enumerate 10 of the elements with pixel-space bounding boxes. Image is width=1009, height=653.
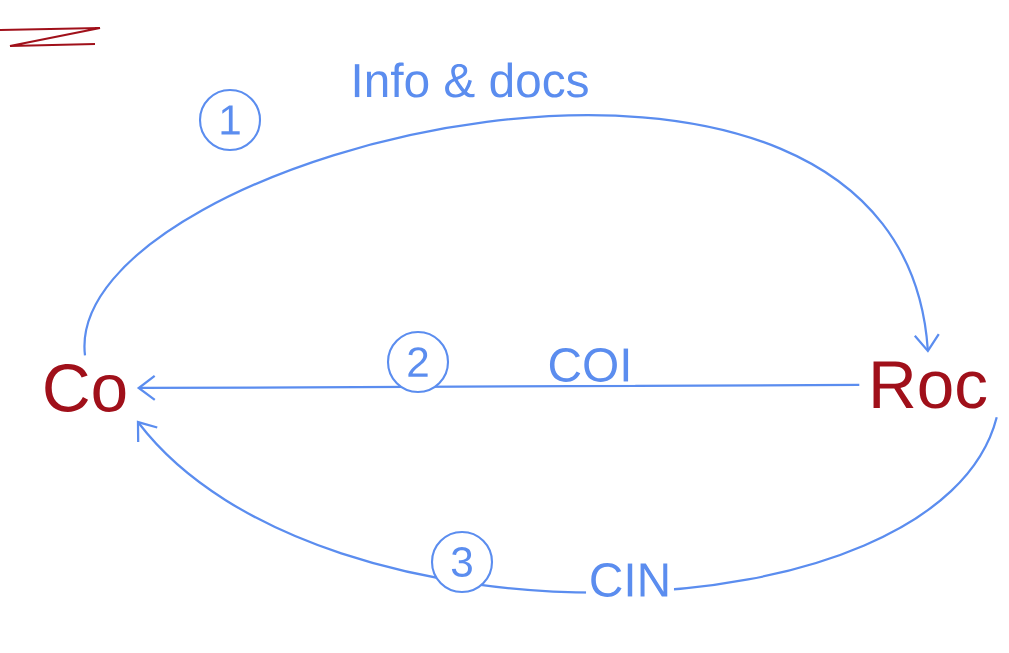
edge-label: Info & docs — [347, 59, 593, 101]
callout-number: 1 — [198, 88, 262, 152]
arrow — [136, 375, 860, 401]
callout-number: 3 — [430, 530, 494, 594]
edge-label: COI — [544, 345, 636, 385]
node-label: Co — [45, 364, 126, 412]
node-label: Roc — [873, 361, 987, 409]
arrow — [83, 114, 940, 356]
callout-number: 2 — [386, 330, 450, 394]
edge-label: CIN — [586, 560, 674, 600]
